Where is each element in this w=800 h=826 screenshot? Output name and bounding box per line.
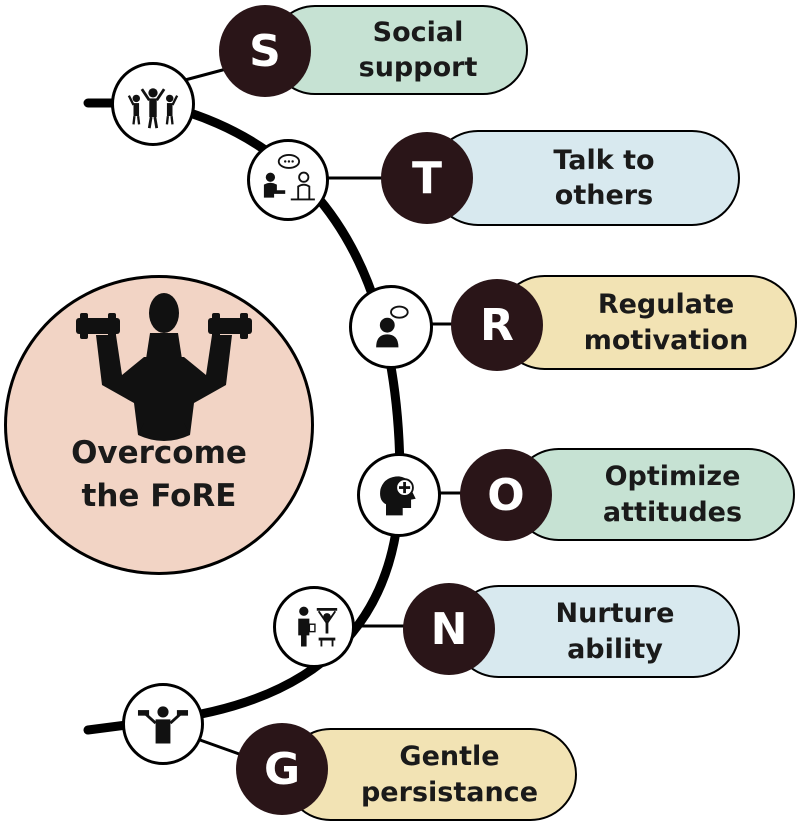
conversation-icon (263, 154, 315, 201)
icon-circle-g (122, 683, 204, 765)
pill-gentle-persistance: Gentle persistance (284, 728, 577, 821)
letter-o: O (460, 449, 552, 541)
pill-label-talk-to-others: Talk to others (553, 144, 655, 211)
icon-circle-o (357, 453, 441, 537)
letter-t: T (381, 132, 473, 224)
pill-nurture-ability: Nurture ability (452, 585, 740, 678)
pill-talk-to-others: Talk to others (430, 130, 740, 226)
pill-label-regulate-motivation: Regulate motivation (583, 289, 749, 356)
person-lifting-dumbbells-icon (76, 293, 252, 441)
pill-label-optimize-attitudes: Optimize attitudes (602, 461, 743, 528)
group-exercise-icon (127, 88, 179, 129)
icon-circle-n (273, 586, 355, 668)
person-dumbbell-icon (137, 706, 189, 744)
letter-r: R (451, 279, 543, 371)
center-circle (4, 275, 314, 575)
thinking-person-icon (376, 305, 409, 348)
letter-g: G (236, 723, 328, 815)
icon-circle-t (247, 139, 329, 221)
icon-circle-r (349, 285, 433, 369)
center-title: Overcome the FoRE (71, 435, 247, 515)
letter-s: S (219, 5, 311, 97)
pill-optimize-attitudes: Optimize attitudes (512, 448, 795, 541)
pill-label-social-support: Social support (358, 16, 478, 83)
head-plus-icon (380, 476, 416, 516)
pill-regulate-motivation: Regulate motivation (497, 275, 797, 370)
pill-label-gentle-persistance: Gentle persistance (360, 741, 539, 808)
trainer-icon (298, 606, 338, 647)
letter-n: N (403, 583, 495, 675)
connector-g (199, 738, 243, 757)
pill-label-nurture-ability: Nurture ability (555, 598, 675, 665)
icon-circle-s (111, 62, 195, 146)
